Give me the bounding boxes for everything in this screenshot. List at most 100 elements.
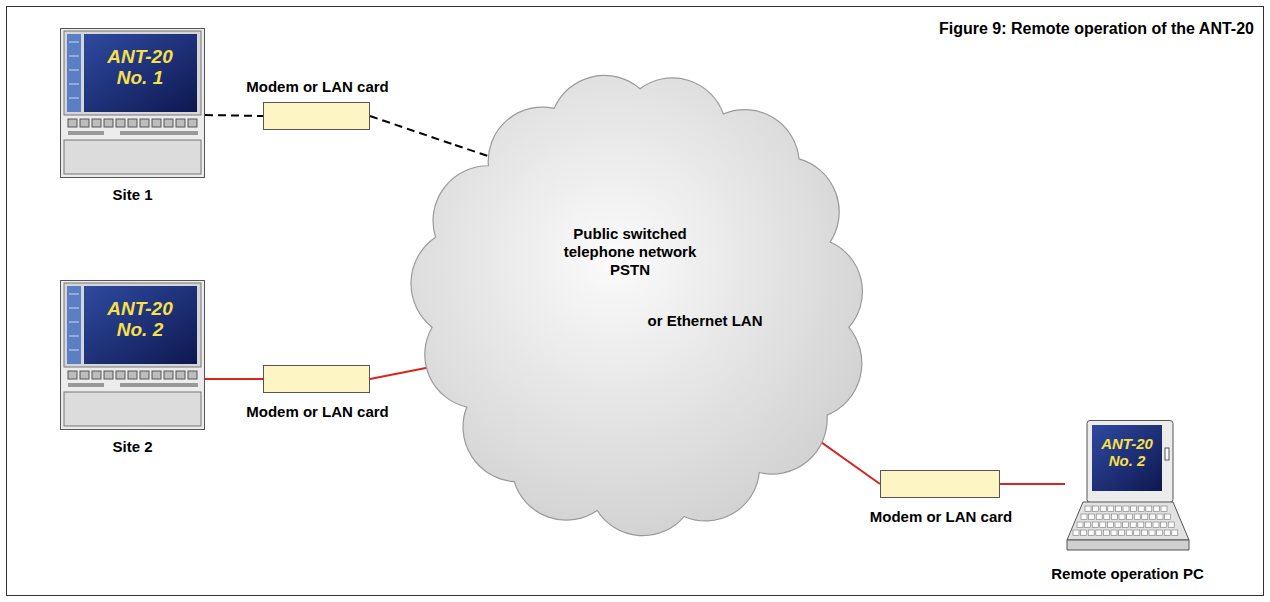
strip-line xyxy=(69,42,79,43)
key xyxy=(152,371,161,379)
key xyxy=(176,119,185,127)
screen-bezel xyxy=(64,31,201,115)
key xyxy=(1115,506,1121,512)
key xyxy=(1149,514,1155,520)
screen-bezel xyxy=(64,283,201,367)
screen-label: ANT-20 No. 1 xyxy=(100,46,180,89)
slot xyxy=(120,383,198,387)
key xyxy=(1100,522,1106,528)
key xyxy=(1107,522,1113,528)
strip-line xyxy=(69,336,79,337)
key xyxy=(1119,530,1125,536)
dial-up-link xyxy=(370,116,455,145)
slot xyxy=(68,131,104,135)
network-cloud xyxy=(385,45,875,565)
key xyxy=(116,119,125,127)
key xyxy=(1081,530,1087,536)
border-frame xyxy=(7,7,1264,596)
key xyxy=(1096,514,1102,520)
network-link xyxy=(1000,483,1065,485)
pc-label: Remote operation PC xyxy=(1015,565,1240,583)
device-housing xyxy=(61,29,205,178)
key xyxy=(1161,522,1167,528)
figure-title: Figure 9: Remote operation of the ANT-20 xyxy=(939,20,1254,38)
strip-line xyxy=(69,98,79,99)
key xyxy=(140,371,149,379)
key xyxy=(1093,506,1099,512)
device-node: ANT-20 No. 1Site 1 xyxy=(60,28,205,178)
key xyxy=(1108,506,1114,512)
key xyxy=(1111,530,1117,536)
slot xyxy=(68,383,104,387)
key xyxy=(1081,514,1087,520)
key xyxy=(1123,522,1129,528)
key xyxy=(128,119,137,127)
key xyxy=(1111,514,1117,520)
key xyxy=(1096,530,1102,536)
key xyxy=(128,371,137,379)
modem-node: Modem or LAN card xyxy=(263,365,370,393)
key xyxy=(1172,530,1178,536)
key xyxy=(1089,514,1095,520)
key xyxy=(1104,514,1110,520)
site-label: Site 2 xyxy=(50,438,215,456)
laptop-lid xyxy=(1087,421,1173,503)
cloud-node: Public switched telephone network PSTNor… xyxy=(455,90,800,520)
lower-compartment xyxy=(64,392,201,426)
key xyxy=(1146,506,1152,512)
key xyxy=(104,371,113,379)
key xyxy=(1131,506,1137,512)
key xyxy=(1077,522,1083,528)
modem-label: Modem or LAN card xyxy=(234,78,401,96)
strip-line xyxy=(69,294,79,295)
modem-label: Modem or LAN card xyxy=(851,508,1031,526)
lower-compartment xyxy=(64,140,201,174)
screen-label: ANT-20 No. 2 xyxy=(1095,436,1159,470)
key xyxy=(1157,514,1163,520)
key xyxy=(1123,506,1129,512)
network-link xyxy=(205,378,263,380)
laptop-screen xyxy=(1092,425,1162,491)
key xyxy=(164,119,173,127)
key xyxy=(1164,530,1170,536)
key xyxy=(1085,506,1091,512)
strip-line xyxy=(69,350,79,351)
dial-up-link xyxy=(205,115,263,116)
key xyxy=(1149,530,1155,536)
key xyxy=(1161,506,1167,512)
key xyxy=(140,119,149,127)
key xyxy=(188,371,197,379)
site-label: Site 1 xyxy=(50,186,215,204)
strip-line xyxy=(69,84,79,85)
indicator xyxy=(1165,448,1169,460)
figure-title-text: Figure 9: Remote operation of the ANT-20 xyxy=(939,20,1254,37)
network-label: or Ethernet LAN xyxy=(625,312,785,330)
key xyxy=(1134,514,1140,520)
key xyxy=(1157,530,1163,536)
key xyxy=(92,119,101,127)
key xyxy=(1073,530,1079,536)
key xyxy=(1100,506,1106,512)
screen-label: ANT-20 No. 2 xyxy=(100,298,180,341)
key xyxy=(1134,530,1140,536)
key xyxy=(1127,514,1133,520)
key xyxy=(1138,506,1144,512)
strip-line xyxy=(69,70,79,71)
key xyxy=(1130,522,1136,528)
slot xyxy=(120,131,198,135)
side-strip xyxy=(67,34,81,112)
strip-line xyxy=(69,308,79,309)
key xyxy=(1115,522,1121,528)
laptop-node: ANT-20 No. 2Remote operation PC xyxy=(1065,420,1190,555)
device-screen xyxy=(84,34,197,112)
key xyxy=(80,119,89,127)
key xyxy=(104,119,113,127)
key xyxy=(1085,522,1091,528)
key xyxy=(1145,522,1151,528)
key xyxy=(1141,530,1147,536)
strip-line xyxy=(69,322,79,323)
laptop-front xyxy=(1067,540,1189,550)
key xyxy=(1103,530,1109,536)
